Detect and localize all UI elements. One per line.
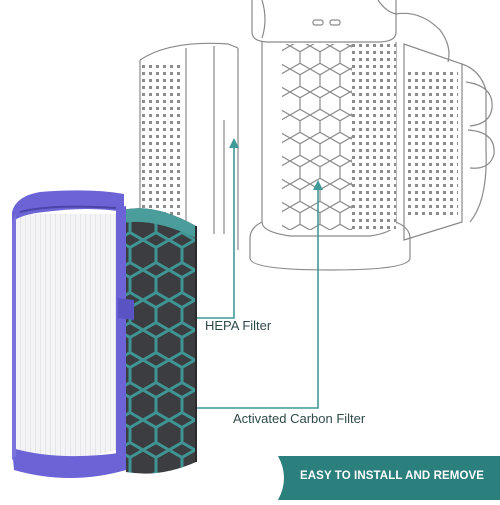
carbon-filter (116, 208, 197, 474)
hepa-filter (12, 190, 134, 478)
hepa-filter-label: HEPA Filter (205, 318, 272, 333)
arrow-head-carbon (313, 180, 323, 190)
sketch-perforation-left (142, 62, 184, 222)
carbon-filter-label: Activated Carbon Filter (233, 411, 366, 426)
banner-text: EASY TO INSTALL AND REMOVE (300, 470, 485, 482)
banner-shape (278, 456, 500, 500)
arrow-head-hepa (229, 138, 239, 148)
sketch-perforation-right (352, 44, 396, 230)
sketch-perforation-door (408, 72, 458, 218)
sketch-hex-panel (282, 44, 352, 230)
